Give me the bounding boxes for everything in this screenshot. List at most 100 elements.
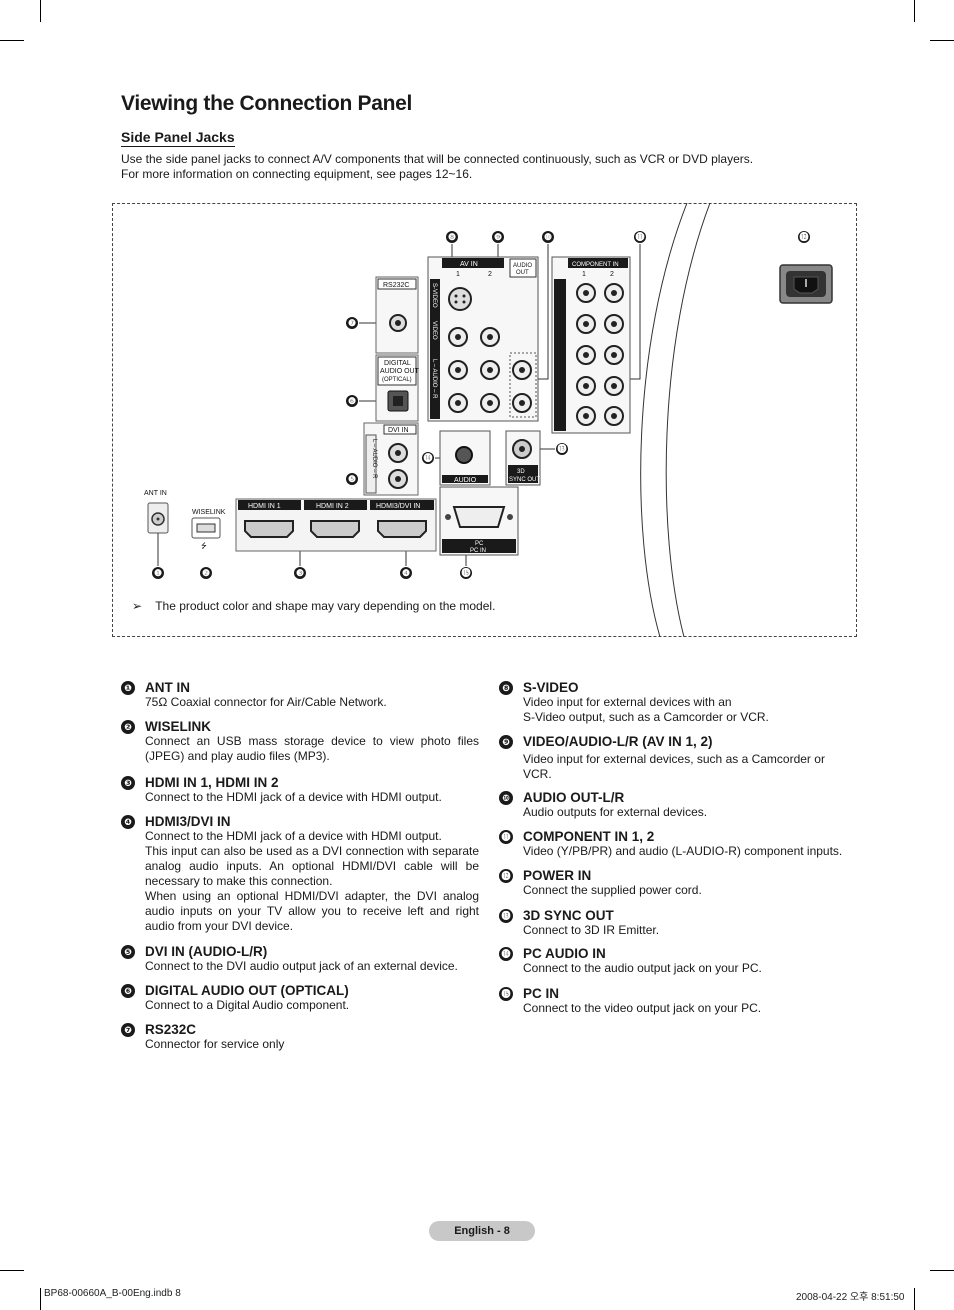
hdmi2-label: HDMI IN 2 <box>316 503 349 510</box>
item-title: WISELINK <box>145 719 211 734</box>
item-number: ⓯ <box>499 987 513 1001</box>
intro-line: Use the side panel jacks to connect A/V … <box>121 152 754 166</box>
hdmi1-label: HDMI IN 1 <box>248 503 281 510</box>
item-desc: Video (Y/PB/PR) and audio (L-AUDIO-R) co… <box>523 844 843 858</box>
item-desc: S-Video output, such as a Camcorder or V… <box>523 710 769 724</box>
item-number: ❻ <box>121 984 135 998</box>
dvi-in-label: DVI IN <box>388 427 409 434</box>
callout-12: ⓬ <box>798 231 810 243</box>
print-timestamp: 2008-04-22 오후 8:51:50 <box>796 1292 905 1303</box>
note-text: The product color and shape may vary dep… <box>155 599 496 613</box>
comp-1-label: 1 <box>582 271 586 278</box>
callout-num: ❿ <box>544 232 552 242</box>
item-number: ⓭ <box>499 909 513 923</box>
item-desc: Connector for service only <box>145 1037 285 1051</box>
crop-mark <box>914 1288 915 1310</box>
item-title: RS232C <box>145 1022 197 1037</box>
callout-num: ❻ <box>348 396 356 406</box>
side-panel-illustration: ❶ ❷ ❸ ❹ ❺ ❻ ❼ ❽ ❾ ❿ <box>144 203 833 637</box>
callout-num: ❹ <box>402 568 410 578</box>
audio-out-label-2: OUT <box>516 270 529 276</box>
crop-mark <box>930 1270 954 1271</box>
audio-lr-label: L – AUDIO – R <box>431 359 437 399</box>
digital-label-3: (OPTICAL) <box>382 377 412 383</box>
callout-2: ❷ <box>200 567 212 579</box>
callout-num: ❸ <box>296 568 304 578</box>
item-title: PC AUDIO IN <box>523 946 606 961</box>
intro-line: For more information on connecting equip… <box>121 167 473 181</box>
item-title: S-VIDEO <box>523 680 579 695</box>
s-video-label: S-VIDEO <box>431 283 437 308</box>
section-subtitle: Side Panel Jacks <box>121 129 235 147</box>
item-desc-group: Connect to the HDMI jack of a device wit… <box>145 829 479 934</box>
item-desc: Connect to the HDMI jack of a device wit… <box>145 790 442 804</box>
item-title: HDMI IN 1, HDMI IN 2 <box>145 775 279 790</box>
crop-mark <box>930 40 954 41</box>
item-title: PC IN <box>523 986 560 1001</box>
callout-num: ⓬ <box>799 231 808 242</box>
item-desc: Connect to the audio output jack on your… <box>523 961 762 975</box>
callout-num: ❾ <box>494 232 502 242</box>
av-2-label: 2 <box>488 271 492 278</box>
item-number: ❹ <box>121 815 135 829</box>
crop-mark <box>40 0 41 22</box>
usb-symbol-icon: ⭍ <box>201 542 207 550</box>
item-number: ❿ <box>499 791 513 805</box>
component-in-label: COMPONENT IN <box>572 262 619 268</box>
item-title: COMPONENT IN 1, 2 <box>523 829 655 844</box>
crop-mark <box>914 0 915 22</box>
callout-5: ❺ <box>346 473 358 485</box>
callout-num: ⓮ <box>423 452 432 463</box>
item-desc: Video input for external devices, such a… <box>523 752 825 781</box>
dvi-in-audio-jacks: DVI IN L – AUDIO – R <box>363 422 419 496</box>
digital-label-2: AUDIO OUT <box>380 368 420 375</box>
callout-num: ❼ <box>348 318 356 328</box>
sync-label-1: 3D <box>517 469 525 475</box>
item-title: AUDIO OUT-L/R <box>523 790 625 805</box>
item-number: ⓫ <box>499 830 513 844</box>
hdmi-ports: HDMI IN 1 HDMI IN 2 HDMI3/DVI IN <box>235 498 437 552</box>
power-in-socket <box>779 264 833 304</box>
item-desc: When using an optional HDMI/DVI adapter,… <box>145 889 479 933</box>
note-arrow-icon: ➢ <box>132 599 143 613</box>
file-slug: BP68-00660A_B-00Eng.indb 8 <box>44 1288 181 1299</box>
callout-num: ⓭ <box>557 443 566 454</box>
callout-num: ❷ <box>202 568 210 578</box>
sync-out-jack: 3D SYNC OUT <box>505 430 541 486</box>
tv-edge-curve <box>665 203 711 637</box>
item-number: ⓬ <box>499 869 513 883</box>
callout-num: ❺ <box>348 474 356 484</box>
connection-panel-diagram <box>112 203 857 637</box>
crop-mark <box>40 1288 41 1310</box>
ant-in-label: ANT IN <box>144 490 167 497</box>
rs232c-jack: RS232C <box>375 276 419 354</box>
item-desc: Connect to 3D IR Emitter. <box>523 923 660 937</box>
page-number-badge: English - 8 <box>429 1221 535 1241</box>
crop-mark <box>0 1270 24 1271</box>
item-desc: 75Ω Coaxial connector for Air/Cable Netw… <box>145 695 387 709</box>
comp-2-label: 2 <box>610 271 614 278</box>
wiselink-port: WISELINK ⭍ <box>191 509 226 550</box>
pc-audio-jack: AUDIO <box>439 430 491 486</box>
item-number: ❽ <box>499 681 513 695</box>
item-title: VIDEO/AUDIO-L/R (AV IN 1, 2) <box>523 734 713 749</box>
item-desc: Connect to a Digital Audio component. <box>145 998 350 1012</box>
callout-num: ⓯ <box>461 567 470 578</box>
tv-edge-curve <box>640 203 688 637</box>
item-number: ❶ <box>121 681 135 695</box>
video-label: VIDEO <box>431 321 437 340</box>
item-number: ❼ <box>121 1023 135 1037</box>
item-number: ❷ <box>121 720 135 734</box>
item-desc: Connect to the DVI audio output jack of … <box>145 959 458 973</box>
av-in-label: AV IN <box>460 261 478 268</box>
callout-1: ❶ <box>152 533 164 579</box>
item-desc-group: Video input for external devices with an… <box>523 695 843 725</box>
hdmi3-label: HDMI3/DVI IN <box>376 503 420 510</box>
callout-num: ⓫ <box>635 231 644 242</box>
pc-audio-label: AUDIO <box>454 477 477 484</box>
item-desc: Connect an USB mass storage device to vi… <box>145 734 479 763</box>
item-desc: Connect the supplied power cord. <box>523 883 702 897</box>
diagram-note: ➢ The product color and shape may vary d… <box>132 599 495 613</box>
item-desc: Connect to the HDMI jack of a device wit… <box>145 829 442 843</box>
av-in-block: AV IN 1 2 AUDIO OUT S-VIDEO VIDEO L – AU… <box>427 256 539 422</box>
